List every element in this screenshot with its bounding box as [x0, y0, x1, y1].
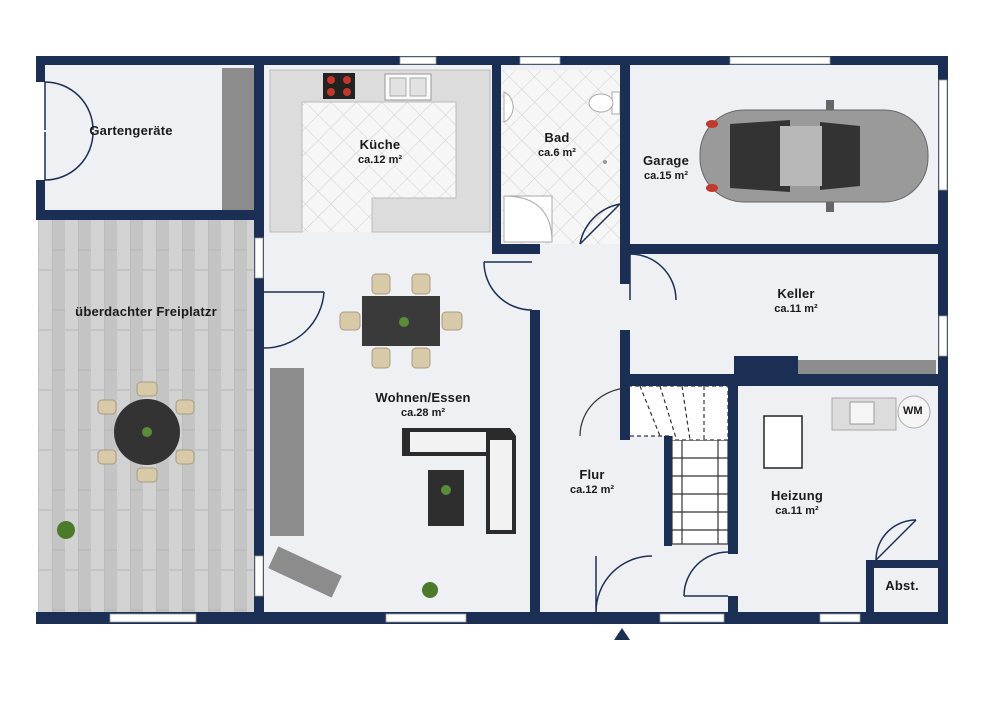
bad-drain — [603, 160, 607, 164]
room-label-keller: Keller ca.11 m² — [774, 286, 817, 315]
room-area: ca.11 m² — [774, 303, 818, 315]
room-label-bad: Bad ca.6 m² — [538, 130, 576, 159]
room-name: Abst. — [885, 578, 919, 593]
staircase — [579, 385, 729, 545]
room-name: Küche — [359, 137, 401, 152]
room-label-kueche: Küche ca.12 m² — [358, 137, 402, 166]
room-area: ca.12 m² — [569, 484, 615, 496]
kitchen-counter — [269, 69, 491, 233]
stove-icon — [323, 73, 355, 99]
room-area: ca.6 m² — [538, 147, 576, 159]
room-label-abst: Abst. — [885, 578, 919, 593]
room-label-heizung: Heizung ca.11 m² — [771, 488, 823, 517]
doors — [44, 81, 917, 613]
windows — [109, 56, 948, 623]
room-label-wohnen: Wohnen/Essen ca.28 m² — [375, 390, 470, 419]
room-name: Gartengeräte — [89, 123, 173, 138]
room-label-garage: Garage ca.15 m² — [643, 153, 689, 182]
sink-icon — [384, 73, 432, 101]
floor-gartengeraete — [44, 64, 256, 212]
tv-stand — [268, 546, 342, 598]
room-area: ca.12 m² — [357, 154, 403, 166]
sofa — [402, 428, 516, 534]
room-name: Bad — [544, 130, 570, 145]
bad-sink-icon — [503, 91, 514, 123]
washing-machine-label: WM — [903, 405, 923, 417]
room-name: überdachter Freiplatzr — [75, 304, 217, 319]
dining-table — [339, 273, 463, 369]
room-label-gartengeraete: Gartengeräte — [89, 123, 172, 138]
room-area: ca.11 m² — [775, 505, 819, 517]
washing-machine — [897, 395, 931, 429]
room-area: ca.28 m² — [400, 407, 446, 419]
plant-icon — [422, 582, 438, 598]
entrance-arrow-icon — [614, 628, 630, 640]
sideboard — [270, 368, 304, 536]
heater-unit — [763, 415, 803, 469]
room-label-freiplatz: überdachter Freiplatzr — [75, 304, 217, 319]
room-name: Flur — [579, 467, 605, 482]
toilet-icon — [588, 91, 621, 115]
room-label-flur: Flur ca.12 m² — [570, 467, 614, 496]
room-name: Garage — [642, 153, 690, 168]
room-name: Heizung — [771, 488, 823, 503]
room-name: Keller — [777, 286, 815, 301]
round-table — [97, 381, 195, 483]
room-area: ca.15 m² — [643, 170, 689, 182]
shower-icon — [503, 195, 553, 243]
shed-shelf — [222, 68, 254, 212]
room-name: Wohnen/Essen — [375, 390, 471, 405]
car-icon — [699, 100, 929, 212]
plant-icon — [57, 521, 75, 539]
